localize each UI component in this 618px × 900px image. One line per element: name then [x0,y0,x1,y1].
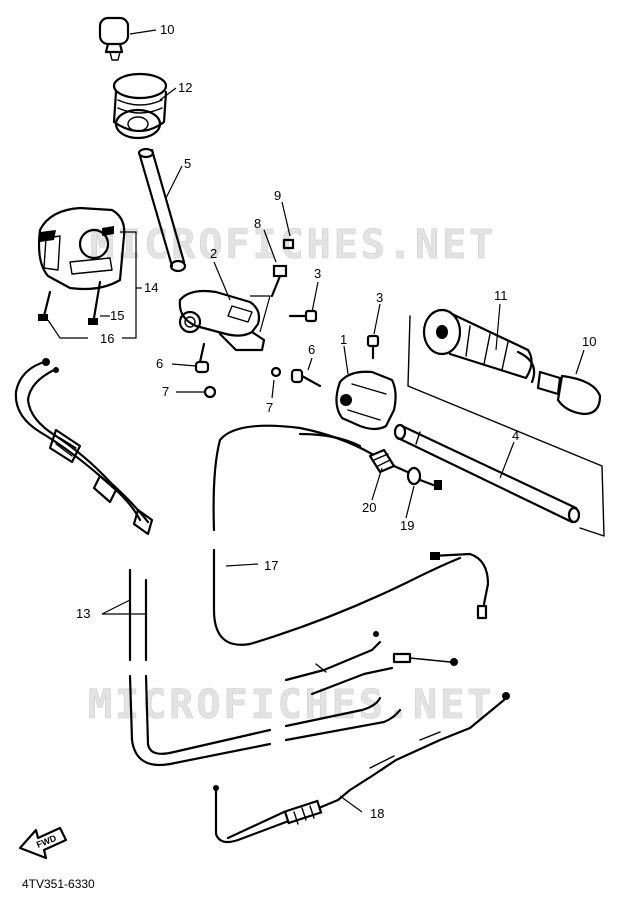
part-10-bar-end-top [98,16,130,61]
part-20-cable-adjuster [368,448,414,476]
callout-3-right: 3 [376,290,383,305]
callout-10-right: 10 [582,334,596,349]
part-1-throttle-housing [335,370,397,431]
callout-1: 1 [340,332,347,347]
fwd-arrow: FWD [18,826,68,860]
callout-8: 8 [254,216,261,231]
part-3-screw-upper [288,309,318,323]
part-18-lower-cable [213,692,510,844]
callout-16: 16 [100,331,114,346]
part-7-nut-left [203,385,217,399]
part-6-screw-left [194,342,210,374]
drawing-code: 4TV351-6330 [22,877,95,891]
callout-20: 20 [362,500,376,515]
part-19-lock-nut [406,466,442,490]
callout-14: 14 [144,280,158,295]
part-10-bar-end-right [536,370,602,416]
callout-7-left: 7 [162,384,169,399]
callout-9: 9 [274,188,281,203]
callout-2: 2 [210,246,217,261]
callout-18: 18 [370,806,384,821]
callout-15: 15 [110,308,124,323]
callout-4: 4 [512,428,519,443]
callout-17: 17 [264,558,278,573]
leader-lines [47,29,585,813]
part-11-right-grip [422,308,536,384]
callout-13: 13 [76,606,90,621]
assembly-frame-right [407,315,605,537]
callout-numbers: 10 12 5 9 8 2 3 14 15 16 6 7 3 11 10 6 1… [76,22,596,821]
callout-12: 12 [178,80,192,95]
part-17-clutch-cable [212,424,490,646]
callout-6-left: 6 [156,356,163,371]
part-15-screw [88,280,102,325]
fwd-label: FWD [35,833,58,850]
part-7-nut-right [270,366,282,378]
callout-3-upper: 3 [314,266,321,281]
part-8-bolt [270,264,288,298]
watermark-bottom: MICROFICHES.NET [88,682,494,728]
part-3-screw-right [366,334,380,360]
part-9-nut [282,238,295,250]
callout-7-right: 7 [266,400,273,415]
part-6-screw-right [290,368,322,388]
watermark-top: MICROFICHES.NET [90,222,496,268]
callout-6-right: 6 [308,342,315,357]
callout-19: 19 [400,518,414,533]
part-14-left-switch-housing [37,206,126,291]
part-16-screw [38,290,52,321]
part-4-right-handlebar [393,423,581,524]
part-2-handlebar-holder [178,289,266,352]
part-5-left-handlebar [137,147,187,273]
part-13-throttle-cables [14,358,458,767]
callout-11: 11 [494,288,508,303]
callout-5: 5 [184,156,191,171]
part-12-left-grip [112,72,168,140]
callout-10-top: 10 [160,22,174,37]
